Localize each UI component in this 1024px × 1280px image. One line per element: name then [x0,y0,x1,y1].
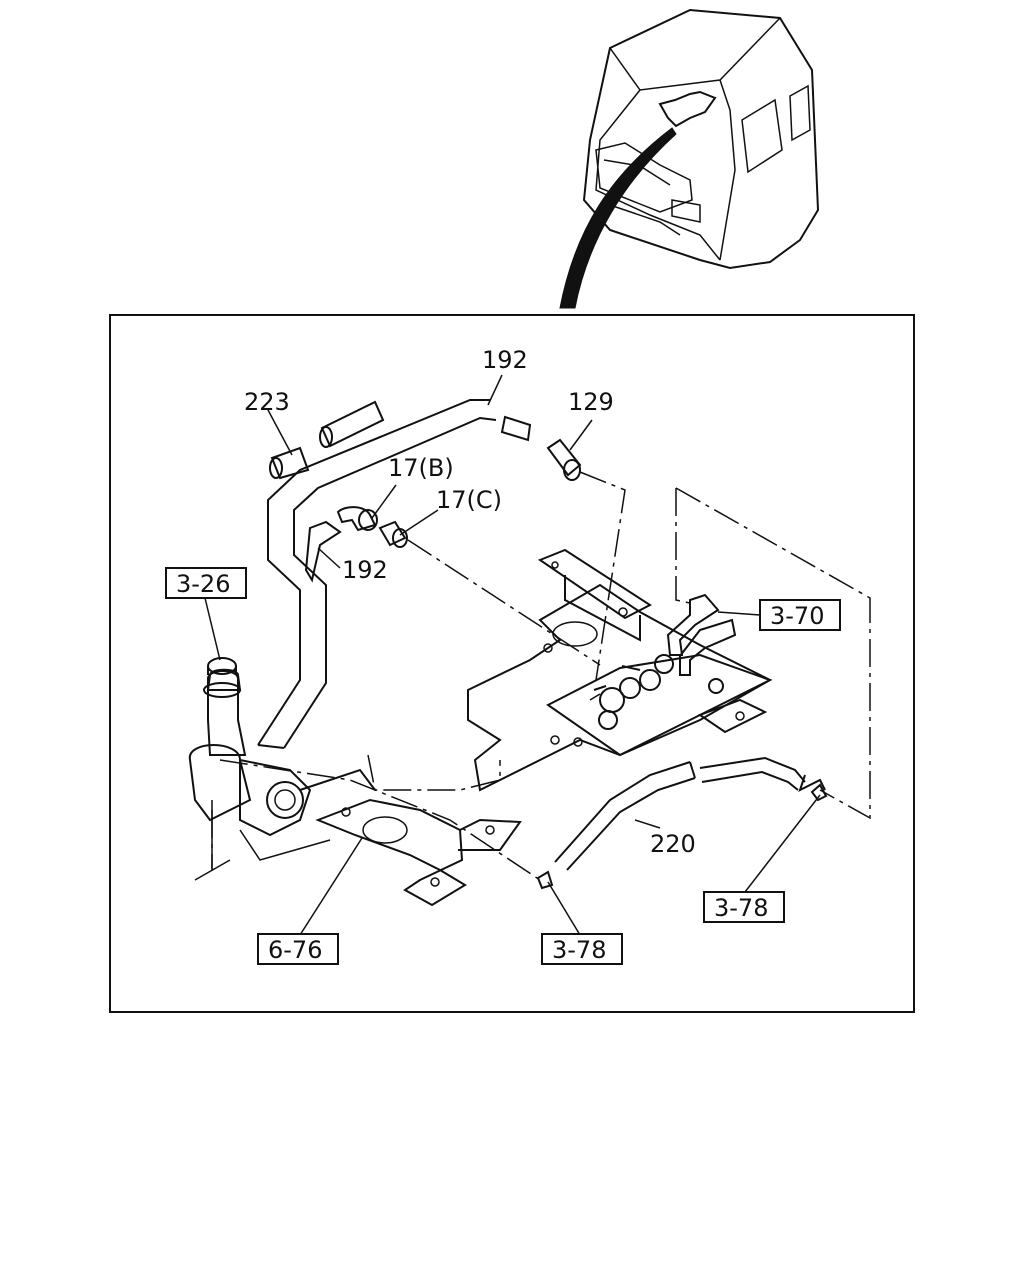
hose-elbow-right [666,593,737,676]
leader-lines [204,374,821,936]
ref-box-3-78-bottom[interactable]: 3-78 [541,933,623,965]
label-192-top: 192 [482,346,528,374]
lower-bracket [315,798,522,907]
truck-cab-illustration [559,8,820,309]
label-192-mid: 192 [342,556,388,584]
diagram-frame [109,314,915,1013]
hose-220 [554,756,826,871]
ref-label-3-70: 3-70 [770,602,824,630]
hose-192 [257,399,532,749]
clip-right [810,783,828,802]
centerlines [211,471,871,881]
fitting-17c [378,520,408,548]
ref-box-6-76[interactable]: 6-76 [257,933,339,965]
fitting-129 [546,438,582,481]
ref-box-3-26[interactable]: 3-26 [165,567,247,599]
clip-bottom [536,870,554,890]
ref-box-3-78-right[interactable]: 3-78 [703,891,785,923]
valve-block [546,653,773,757]
label-17c: 17(C) [436,486,502,514]
label-129: 129 [568,388,614,416]
ref-label-6-76: 6-76 [268,936,322,964]
ref-label-3-78-bottom: 3-78 [552,936,606,964]
pump-assembly [188,657,376,881]
label-223: 223 [244,388,290,416]
fitting-17b [336,506,378,532]
ref-label-3-26: 3-26 [176,570,230,598]
label-220: 220 [650,830,696,858]
ref-box-3-70[interactable]: 3-70 [759,599,841,631]
ref-label-3-78-right: 3-78 [714,894,768,922]
label-17b: 17(B) [388,454,454,482]
